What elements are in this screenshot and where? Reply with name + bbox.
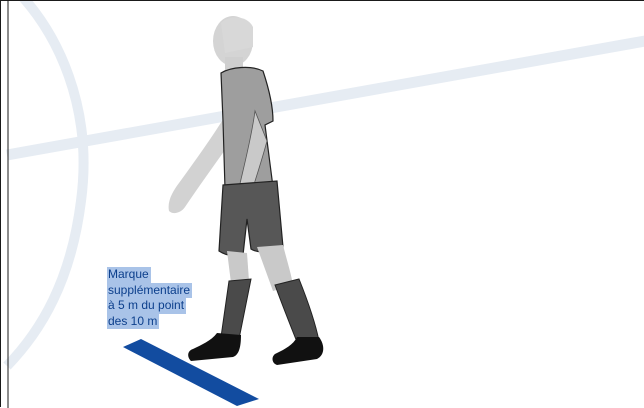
field-line bbox=[7, 41, 644, 155]
mark-label-line: à 5 m du point bbox=[107, 298, 186, 314]
mark-label-line: Marque bbox=[107, 267, 151, 283]
mark-label-line: des 10 m bbox=[107, 314, 159, 330]
mark-label: Marque supplémentaire à 5 m du point des… bbox=[107, 267, 219, 329]
center-circle-arc bbox=[7, 1, 84, 366]
mark-label-line: supplémentaire bbox=[107, 283, 192, 299]
